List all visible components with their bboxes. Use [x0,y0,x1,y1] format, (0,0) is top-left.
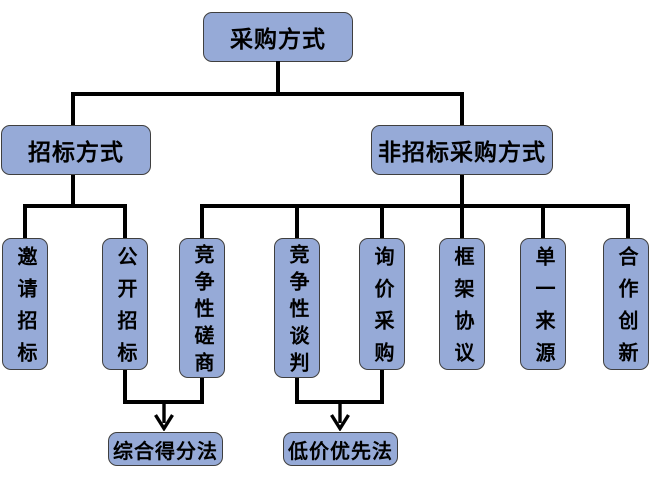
node-label: 招标方式 [28,140,124,165]
node-label: 框架协议 [451,246,473,374]
connector-root-stem [276,61,280,94]
node-label: 合作创新 [615,246,637,374]
node-framework-agreement: 框架协议 [439,238,485,374]
node-open-bidding: 公开招标 [102,238,148,374]
connector-non-bidding-crossbar [200,204,630,208]
down-arrow-icon [330,403,350,431]
connector-merge-right [295,400,384,404]
connector-bidding-stem [71,175,75,206]
connector-to-invited-bidding [23,206,27,238]
node-label: 公开招标 [114,246,136,374]
node-competitive-negotiation: 竞争性谈判 [274,238,320,379]
connector-root-crossbar [71,92,464,96]
connector-bidding-crossbar [23,204,127,208]
node-label: 竞争性谈判 [286,244,308,379]
connector-to-cooperative-innovation [626,206,630,238]
connector-negotiation-down [295,378,299,402]
connector-non-bidding-stem [460,175,464,206]
node-non-bidding-method: 非招标采购方式 [371,125,553,175]
node-invited-bidding: 邀请招标 [2,238,48,374]
connector-to-competitive-negotiation [295,206,299,238]
node-label: 采购方式 [230,27,326,52]
node-bidding-method: 招标方式 [1,125,151,175]
connector-to-framework-agreement [460,206,464,238]
node-label: 单一来源 [532,246,554,374]
node-single-source: 单一来源 [520,238,566,374]
node-label: 竞争性磋商 [191,244,213,379]
node-label: 邀请招标 [14,246,36,374]
node-cooperative-innovation: 合作创新 [603,238,649,374]
connector-to-open-bidding [123,206,127,238]
node-competitive-consultation: 竞争性磋商 [179,238,225,379]
node-low-price-priority: 低价优先法 [283,432,398,466]
connector-to-competitive-consultation [200,206,204,238]
connector-merge-left [123,400,204,404]
connector-to-single-source [541,206,545,238]
node-label: 询价采购 [371,246,393,374]
connector-consultation-down [200,378,204,402]
node-comprehensive-scoring: 综合得分法 [108,432,223,466]
connector-to-non-bidding [460,94,464,125]
node-label: 非招标采购方式 [378,140,546,165]
connector-inquiry-down [380,370,384,402]
node-label: 综合得分法 [113,440,218,463]
connector-to-inquiry-procurement [380,206,384,238]
connector-to-bidding [71,94,75,125]
node-label: 低价优先法 [288,440,393,463]
node-inquiry-procurement: 询价采购 [359,238,405,374]
down-arrow-icon [154,403,174,431]
node-procurement-method: 采购方式 [203,12,353,62]
connector-open-bidding-down [123,370,127,402]
